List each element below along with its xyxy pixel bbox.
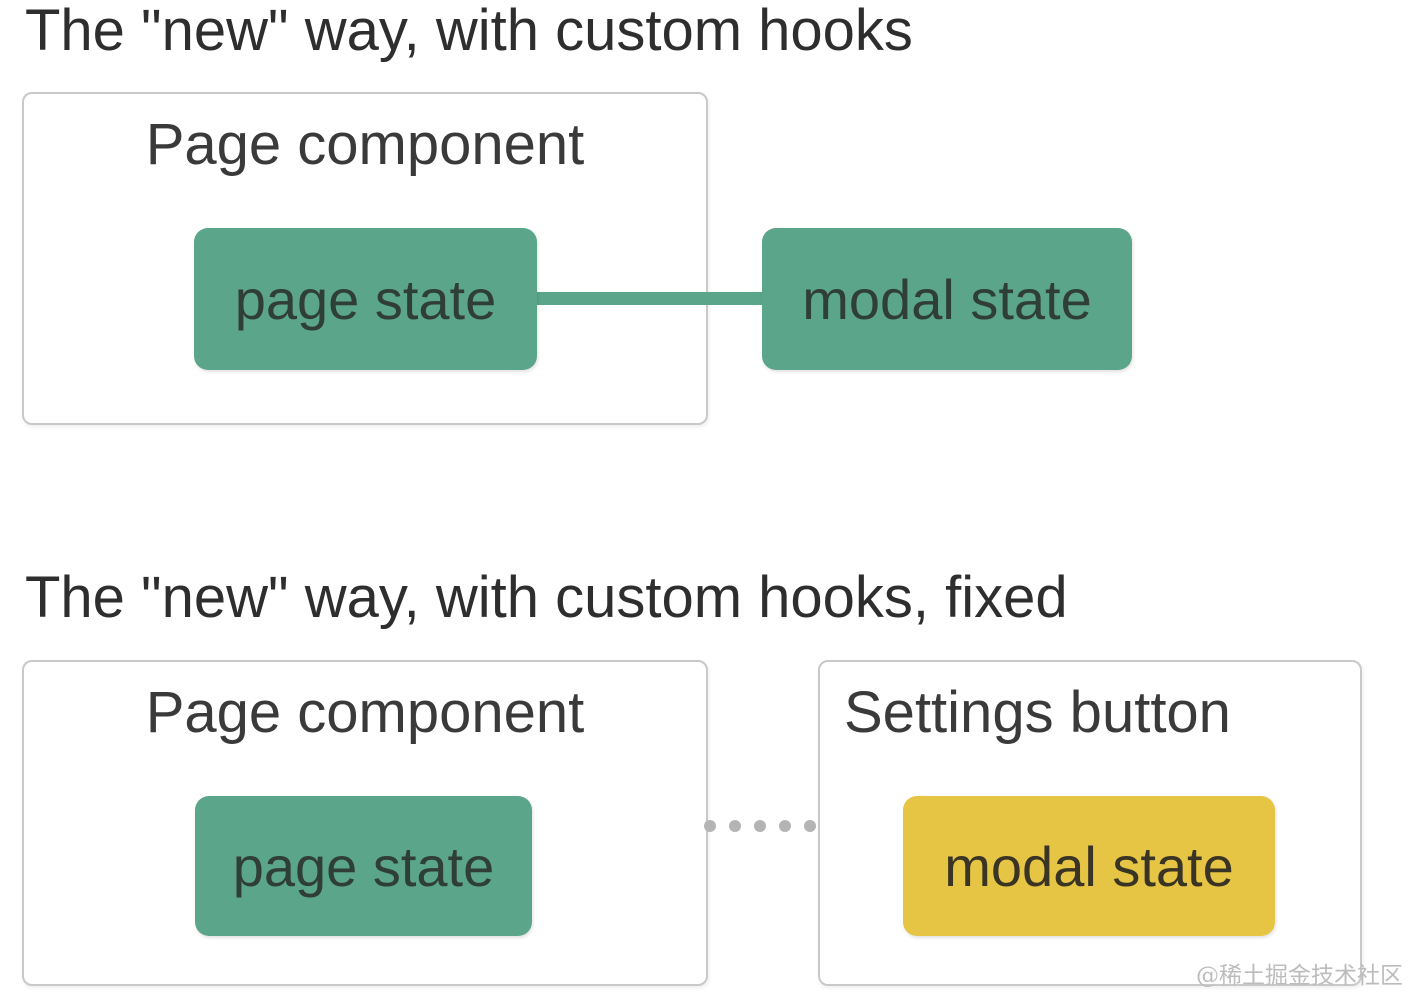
diagram2-title: The "new" way, with custom hooks, fixed [25, 565, 1068, 630]
page-component-label-1: Page component [145, 112, 585, 177]
page-component-label-2: Page component [145, 680, 585, 745]
connector-dot [804, 820, 816, 832]
diagram1-title: The "new" way, with custom hooks [25, 0, 913, 63]
settings-button-label: Settings button [844, 680, 1231, 745]
connector-dot [729, 820, 741, 832]
connector-dot [779, 820, 791, 832]
modal-state-node-2: modal state [903, 796, 1275, 936]
page-state-node-1: page state [194, 228, 537, 370]
page-state-node-2: page state [195, 796, 532, 936]
connector-dot [754, 820, 766, 832]
solid-connector-line [530, 292, 770, 305]
modal-state-node-1: modal state [762, 228, 1132, 370]
dotted-connector-line [704, 820, 816, 832]
connector-dot [704, 820, 716, 832]
watermark-text: @稀土掘金技术社区 [1196, 963, 1403, 989]
